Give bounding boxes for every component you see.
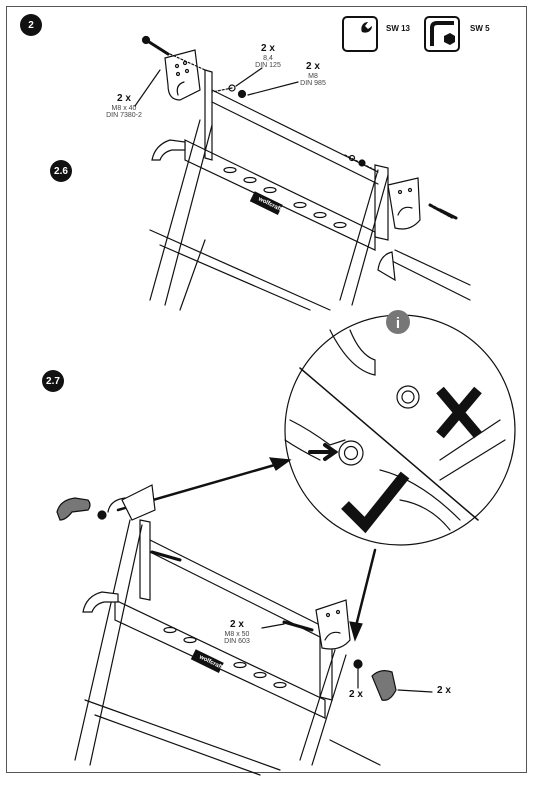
callout-bolt-m8x50: 2 x M8 x 50 DIN 603 (212, 619, 262, 645)
bracket-left (164, 49, 201, 101)
left-leg-bottom (74, 519, 143, 766)
spec: M8 x 40 (111, 104, 137, 112)
left-leg-top (149, 119, 213, 306)
callout-washer-lower: 2 x (344, 689, 368, 701)
step-2-6-marker: 2.6 (50, 160, 72, 182)
right-leg-top (339, 169, 389, 306)
bracket-right (387, 177, 421, 230)
spec: DIN 985 (300, 79, 326, 87)
beam-bottom (114, 599, 326, 719)
qty: 2 x (261, 43, 275, 54)
beam-top (184, 139, 376, 251)
star-knob-right (371, 670, 397, 701)
rail-bottom (149, 539, 321, 638)
top-rail (211, 89, 379, 185)
step-2-6-label: 2.6 (54, 165, 68, 177)
brand-plate-bottom (190, 649, 224, 673)
callout-knob-lower: 2 x (432, 685, 456, 697)
bracket-bottom-right (315, 599, 351, 650)
correct-check-icon (341, 471, 410, 534)
spec: DIN 7380-2 (106, 111, 142, 119)
star-knob-left (56, 497, 91, 521)
wrong-mark-icon (436, 386, 482, 439)
step-2-7-label: 2.7 (46, 375, 60, 387)
right-leg-bottom (299, 649, 347, 766)
bolt-m8x50 (282, 620, 314, 632)
tool-label-sw5: SW 5 (470, 24, 490, 33)
qty: 2 x (306, 61, 320, 72)
callout-nut-m8: 2 x M8 DIN 985 (288, 61, 338, 87)
step-2-7-marker: 2.7 (42, 370, 64, 392)
bolt-left (144, 38, 170, 56)
arrow-insert (308, 443, 339, 461)
info-icon-glyph: i (396, 315, 400, 332)
callout-washer-84: 2 x 8,4 DIN 125 (243, 43, 293, 69)
qty: 2 x (117, 93, 131, 104)
step-2-marker: 2 (20, 14, 42, 36)
qty: 2 x (349, 689, 363, 700)
spec: M8 (308, 72, 318, 80)
hex-key-icon (424, 16, 460, 52)
brand-plate-top (249, 191, 283, 215)
detail-zoom-circle (284, 314, 516, 546)
spec: M8 x 50 (224, 630, 250, 638)
qty: 2 x (437, 685, 451, 696)
spec: DIN 125 (255, 61, 281, 69)
qty: 2 x (230, 619, 244, 630)
spec: DIN 603 (224, 637, 250, 645)
spec: 8,4 (263, 54, 273, 62)
page-frame (6, 6, 527, 773)
tool-label-sw13: SW 13 (386, 24, 411, 33)
info-icon (386, 310, 410, 334)
step-2-label: 2 (28, 19, 34, 31)
callout-bolt-m8x40: 2 x M8 x 40 DIN 7380-2 (94, 93, 154, 119)
open-wrench-icon (342, 16, 378, 52)
